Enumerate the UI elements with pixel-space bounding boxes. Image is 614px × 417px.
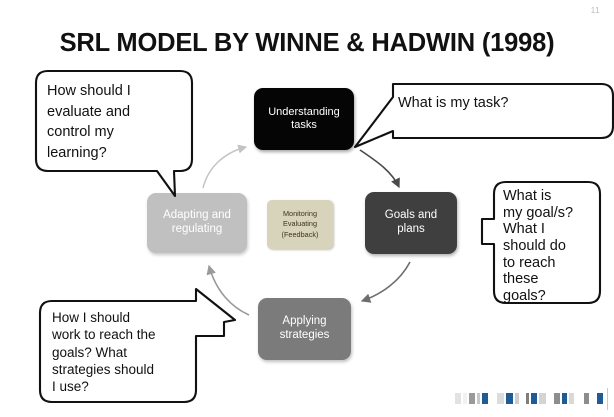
process-box-label: Understanding tasks	[268, 106, 340, 131]
footer-strip-square	[496, 393, 505, 404]
arrow-goals-to-applying	[360, 261, 411, 303]
footer-strip-square	[520, 393, 524, 404]
page-number: 11	[590, 6, 600, 15]
footer-strip-square	[539, 393, 547, 404]
page-title: SRL MODEL BY WINNE & HADWIN (1998)	[59, 29, 555, 57]
arrow-understanding-to-goals	[359, 149, 400, 189]
footer-strip-square	[548, 393, 553, 404]
footer-strip-square	[597, 393, 603, 404]
callout-text-what-is-my-task: What is my task?	[398, 95, 509, 111]
footer-strip-square	[476, 393, 481, 404]
footer-decoration-strip	[455, 393, 605, 404]
footer-strip-square	[561, 393, 568, 404]
footer-strip-square	[591, 393, 596, 404]
process-box-adapting-and-regulating[interactable]: Adapting and regulating	[147, 193, 247, 253]
callout-text-which-strategies: How I should work to reach the goals? Wh…	[52, 310, 156, 395]
footer-strip-square	[569, 393, 575, 404]
process-box-goals-and-plans[interactable]: Goals and plans	[365, 192, 457, 254]
footer-strip-square	[531, 393, 538, 404]
footer-strip-square	[468, 393, 475, 404]
process-box-monitoring-evaluating-feedback[interactable]: Monitoring Evaluating (Feedback)	[267, 200, 333, 249]
process-box-applying-strategies[interactable]: Applying strategies	[258, 298, 351, 360]
footer-strip-square	[584, 393, 590, 404]
footer-strip-square	[489, 393, 495, 404]
footer-strip-square	[463, 393, 467, 404]
footer-strip-square	[554, 393, 560, 404]
footer-strip-square	[455, 393, 462, 404]
footer-strip-square	[576, 393, 583, 404]
process-box-label: Monitoring Evaluating (Feedback)	[281, 208, 319, 239]
arrow-applying-to-adapting	[206, 264, 250, 316]
process-box-label: Goals and plans	[384, 209, 438, 235]
footer-divider	[607, 388, 608, 410]
footer-strip-square	[482, 393, 488, 404]
process-box-label: Adapting and regulating	[163, 209, 231, 235]
process-box-understanding-tasks[interactable]: Understanding tasks	[254, 88, 354, 150]
callout-text-what-is-my-goal: What is my goal/s? What I should do to r…	[503, 188, 574, 305]
footer-strip-square	[514, 393, 519, 404]
footer-strip-square	[506, 393, 513, 404]
arrow-adapting-to-understanding	[202, 144, 248, 189]
callout-text-evaluate-control: How should I evaluate and control my lea…	[47, 83, 131, 161]
process-box-label: Applying strategies	[279, 315, 330, 341]
footer-strip-square	[525, 393, 530, 404]
